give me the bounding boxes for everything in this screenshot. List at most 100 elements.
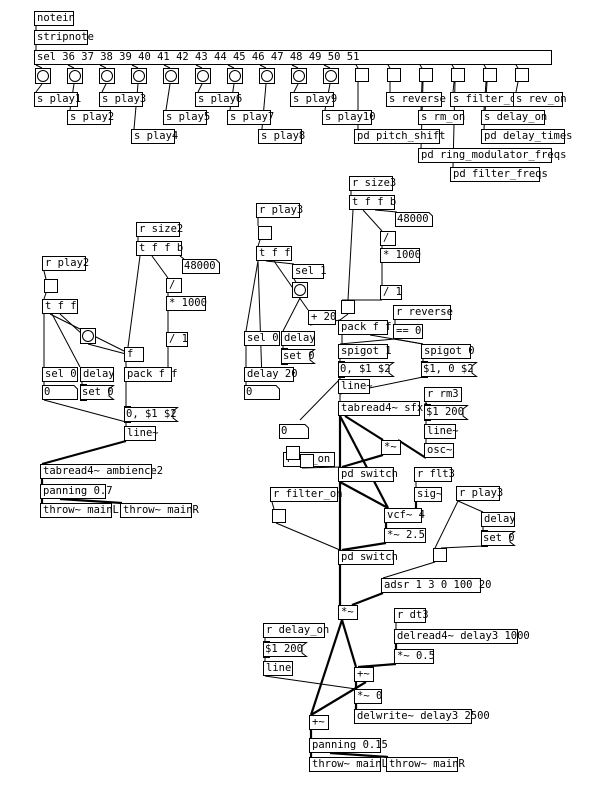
object-box-notein[interactable]: notein: [34, 11, 75, 26]
object-box-pack-b[interactable]: pack f f: [338, 320, 392, 335]
bang-button[interactable]: [67, 68, 83, 84]
message-box-msg-line-b[interactable]: 0, $1 $2: [338, 361, 395, 378]
object-box-line-rm[interactable]: line~: [424, 424, 459, 439]
toggle-box[interactable]: [483, 68, 497, 82]
toggle-box[interactable]: [355, 68, 369, 82]
object-box-pd-ring-mod[interactable]: pd ring_modulator_freqs: [418, 148, 566, 163]
toggle-box[interactable]: [286, 446, 300, 460]
object-box-delay-a[interactable]: delay: [80, 367, 115, 382]
object-box-vcf-flt[interactable]: vcf~ 4: [384, 508, 425, 523]
object-box-spigot1-b[interactable]: spigot 1: [338, 344, 392, 359]
object-box-delwrite[interactable]: delwrite~ delay3 2500: [354, 709, 490, 724]
object-box-r-rm3[interactable]: r rm3: [424, 387, 462, 402]
object-box-f-a[interactable]: f: [124, 347, 144, 362]
object-box-line-a[interactable]: line~: [124, 426, 159, 441]
object-box-div1-b[interactable]: / 1: [380, 285, 402, 300]
object-box-pd-switch2[interactable]: pd switch: [338, 550, 398, 565]
object-box-r-flt3[interactable]: r flt3: [414, 467, 455, 482]
message-box-set0-b[interactable]: set 0: [281, 348, 316, 365]
bang-button[interactable]: [80, 328, 96, 344]
object-box-delay20-b[interactable]: delay 20: [244, 367, 298, 382]
object-box-div-a[interactable]: /: [166, 278, 182, 293]
object-box-tff-a[interactable]: t f f: [42, 299, 78, 314]
object-box-delay-env[interactable]: delay: [481, 512, 516, 527]
number-atom-atom-48000-a[interactable]: 48000: [182, 259, 220, 274]
number-atom-atom-48000-b[interactable]: 48000: [395, 212, 433, 227]
object-box-sel0-b[interactable]: sel 0: [244, 331, 280, 346]
bang-button[interactable]: [163, 68, 179, 84]
toggle-box[interactable]: [515, 68, 529, 82]
message-box-msg-200-dl[interactable]: $1 200: [263, 641, 308, 658]
object-box-plus20-b[interactable]: + 20: [308, 310, 336, 325]
toggle-box[interactable]: [387, 68, 401, 82]
object-box-throwR-a[interactable]: throw~ mainR: [120, 503, 199, 518]
object-box-r-play3-env[interactable]: r play3: [456, 486, 503, 501]
bang-button[interactable]: [131, 68, 147, 84]
object-box-pd-pitch-shift[interactable]: pd pitch_shift: [354, 129, 446, 144]
toggle-box[interactable]: [258, 226, 272, 240]
bang-button[interactable]: [195, 68, 211, 84]
message-box-set0-a[interactable]: set 0: [80, 384, 115, 401]
object-box-mul-env[interactable]: *~: [338, 605, 358, 620]
object-box-r-delay-on[interactable]: r delay_on: [263, 623, 329, 638]
object-box-adsr[interactable]: adsr 1 3 0 100 20: [381, 578, 491, 593]
number-atom-atom-0-b[interactable]: 0: [244, 385, 280, 400]
object-box-line-dl[interactable]: line: [263, 661, 293, 676]
message-box-set0-env[interactable]: set 0: [481, 530, 516, 547]
toggle-box[interactable]: [433, 548, 447, 562]
object-box-r-play2[interactable]: r play2: [42, 256, 89, 271]
object-box-s-play2[interactable]: s play2: [67, 110, 114, 125]
bang-button[interactable]: [323, 68, 339, 84]
object-box-pd-switch1[interactable]: pd switch: [338, 467, 398, 482]
object-box-r-size2[interactable]: r size2: [136, 222, 183, 237]
message-box-msg-line-b2[interactable]: $1, 0 $2: [421, 361, 478, 378]
object-box-pd-delay-times[interactable]: pd delay_times: [481, 129, 573, 144]
object-box-s-play6[interactable]: s play6: [195, 92, 242, 107]
object-box-tffb-b[interactable]: t f f b: [349, 195, 396, 210]
object-box-s-play10[interactable]: s play10: [322, 110, 376, 125]
object-box-spigot0-b[interactable]: spigot 0: [421, 344, 475, 359]
toggle-box[interactable]: [300, 454, 314, 468]
object-box-div1-a[interactable]: / 1: [166, 332, 188, 347]
toggle-box[interactable]: [341, 300, 355, 314]
object-box-s-play1[interactable]: s play1: [34, 92, 81, 107]
toggle-box[interactable]: [44, 279, 58, 293]
message-box-msg-200-rm[interactable]: $1 200: [424, 404, 469, 421]
object-box-plus-dl[interactable]: +~: [354, 667, 374, 682]
object-box-s-play8[interactable]: s play8: [258, 129, 305, 144]
object-box-sel1-b[interactable]: sel 1: [292, 264, 327, 279]
object-box-s-play5[interactable]: s play5: [163, 110, 210, 125]
bang-button[interactable]: [227, 68, 243, 84]
toggle-box[interactable]: [419, 68, 433, 82]
toggle-box[interactable]: [451, 68, 465, 82]
object-box-s-rev-on[interactable]: s rev_on: [513, 92, 567, 107]
object-box-mul-rm[interactable]: *~: [381, 440, 401, 455]
object-box-line-b[interactable]: line~: [338, 379, 373, 394]
object-box-tffb-a[interactable]: t f f b: [136, 241, 183, 256]
object-box-mul0-dl[interactable]: *~ 0: [354, 689, 382, 704]
bang-button[interactable]: [259, 68, 275, 84]
object-box-plus-out[interactable]: +~: [309, 715, 329, 730]
object-box-mul1000-b[interactable]: * 1000: [380, 248, 421, 263]
message-box-msg-line-a[interactable]: 0, $1 $2: [124, 406, 179, 423]
number-atom-atom-0-b2[interactable]: 0: [279, 424, 309, 439]
object-box-throwL-a[interactable]: throw~ mainL: [40, 503, 119, 518]
object-box-tabread-sfx[interactable]: tabread4~ sfx1: [338, 401, 430, 416]
object-box-delread[interactable]: delread4~ delay3 1000: [394, 629, 530, 644]
bang-button[interactable]: [35, 68, 51, 84]
bang-button[interactable]: [292, 282, 308, 298]
object-box-sel-notes[interactable]: sel 36 37 38 39 40 41 42 43 44 45 46 47 …: [34, 50, 552, 65]
object-box-eq0-b[interactable]: == 0: [393, 324, 423, 339]
object-box-s-filter-on[interactable]: s filter_on: [450, 92, 523, 107]
object-box-s-reverse[interactable]: s reverse: [386, 92, 446, 107]
object-box-osc-rm[interactable]: osc~: [424, 443, 454, 458]
object-box-throwR-b[interactable]: throw~ mainR: [386, 757, 465, 772]
object-box-s-play4[interactable]: s play4: [131, 129, 178, 144]
object-box-pd-filter-freqs[interactable]: pd filter_freqs: [450, 167, 548, 182]
object-box-div-b[interactable]: /: [380, 231, 396, 246]
object-box-stripnote[interactable]: stripnote: [34, 30, 94, 45]
object-box-r-play3[interactable]: r play3: [256, 203, 303, 218]
object-box-r-filter-on[interactable]: r filter_on: [270, 487, 343, 502]
number-atom-atom-0-a[interactable]: 0: [42, 385, 78, 400]
object-box-s-rm-on[interactable]: s rm_on: [418, 110, 465, 125]
